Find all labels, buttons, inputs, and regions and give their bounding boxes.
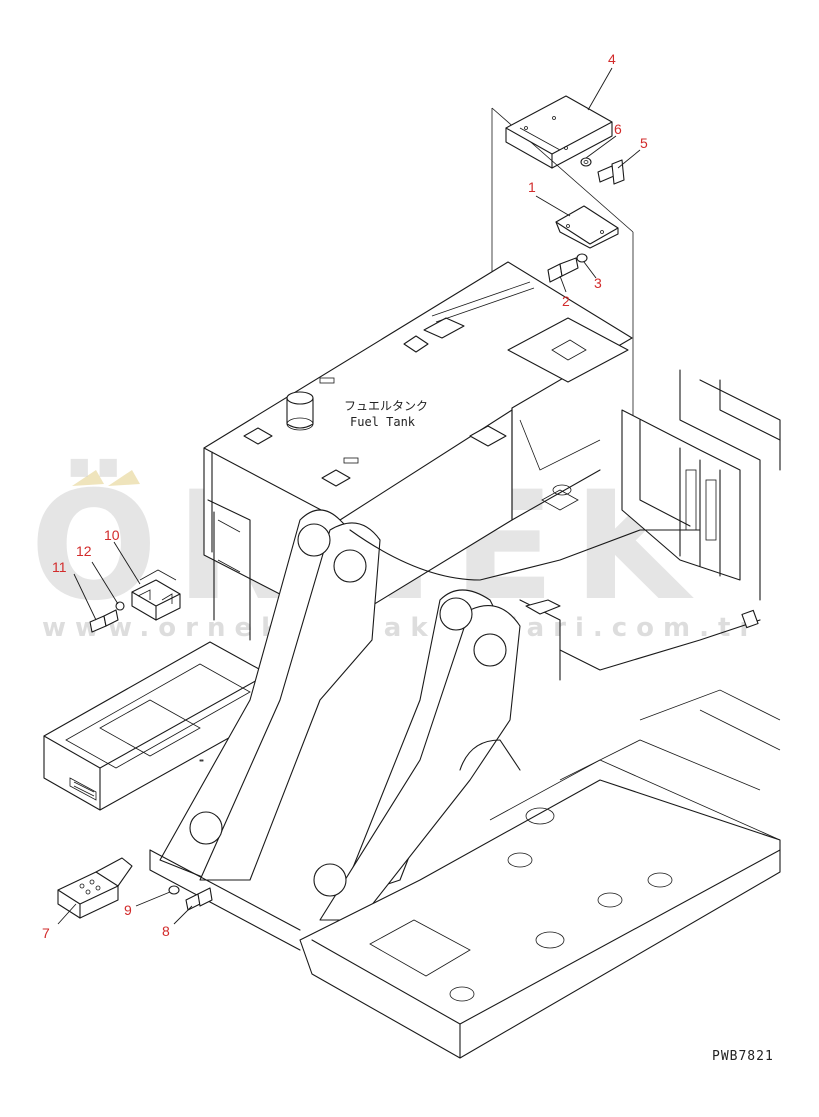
callout-3: 3 bbox=[594, 275, 602, 291]
pipe bbox=[349, 529, 761, 681]
boom-brackets bbox=[159, 509, 521, 921]
part-9-washer bbox=[168, 885, 180, 895]
part-6-washer bbox=[580, 157, 592, 167]
fuel-tank-label-en: Fuel Tank bbox=[350, 415, 416, 429]
drawing-code: PWB7821 bbox=[712, 1049, 774, 1064]
callout-4: 4 bbox=[608, 51, 616, 67]
callout-numbers: 4 6 5 1 2 3 10 12 11 7 9 8 bbox=[42, 51, 648, 941]
part-7-step bbox=[57, 857, 133, 919]
revolving-frame bbox=[149, 689, 781, 1059]
fuel-tank-label: フュエルタンク Fuel Tank bbox=[344, 399, 428, 429]
callout-6: 6 bbox=[614, 121, 622, 137]
callout-leaders bbox=[57, 67, 641, 925]
callout-12: 12 bbox=[76, 543, 92, 559]
callout-8: 8 bbox=[162, 923, 170, 939]
callout-9: 9 bbox=[124, 902, 132, 918]
callout-11: 11 bbox=[52, 559, 67, 575]
step-box bbox=[43, 641, 269, 811]
callout-2: 2 bbox=[562, 293, 570, 309]
callout-1: 1 bbox=[528, 179, 536, 195]
fuel-tank-label-jp: フュエルタンク bbox=[344, 399, 428, 413]
part-4-cover bbox=[505, 95, 613, 169]
part-8-bolt bbox=[185, 887, 213, 911]
left-rail-bracket bbox=[207, 499, 251, 641]
callout-7: 7 bbox=[42, 925, 50, 941]
callout-10: 10 bbox=[104, 527, 120, 543]
part-5-bolt bbox=[597, 159, 625, 185]
part-10-bracket bbox=[131, 569, 181, 621]
callout-5: 5 bbox=[640, 135, 648, 151]
cab-bracket-structure bbox=[621, 369, 781, 601]
watermark-url: www.orneklismakinelari.com.tr bbox=[42, 613, 761, 643]
part-2-bolt bbox=[547, 257, 579, 283]
part-3-washer bbox=[576, 253, 588, 263]
part-11-bolt bbox=[89, 609, 119, 633]
part-1-cover bbox=[555, 205, 619, 249]
